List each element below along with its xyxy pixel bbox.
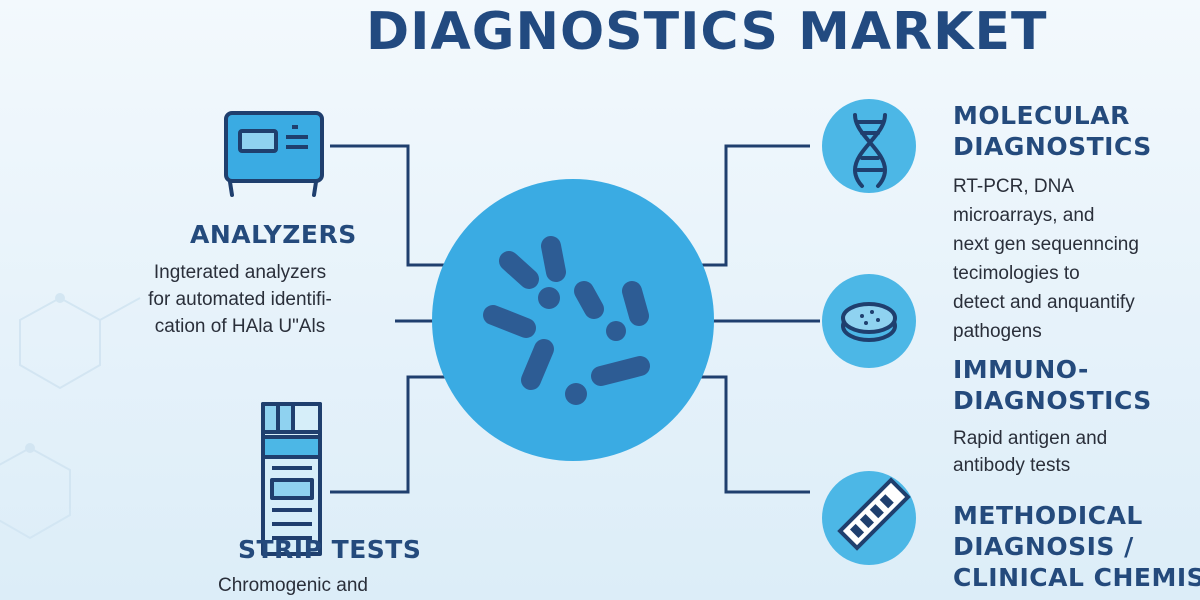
description-line: cation of HAla U"Als [154, 316, 326, 337]
bacteria-icon [483, 236, 650, 405]
molecular-description: RT-PCR, DNA microarrays, and next gen se… [953, 172, 1139, 346]
heading-line: MOLECULAR [953, 101, 1130, 130]
test-strip-icon [837, 477, 911, 551]
dna-icon [852, 113, 888, 188]
background-molecule-pattern [0, 293, 141, 540]
description-line: for automated identifi- [148, 289, 332, 310]
description-line: Ingterated analyzers [153, 262, 327, 283]
heading-line: METHODICAL [953, 501, 1143, 530]
heading-line: DIAGNOSTICS [953, 132, 1152, 161]
analyzer-icon [224, 111, 324, 197]
center-circle [432, 179, 714, 461]
immuno-description: Rapid antigen and antibody tests [953, 425, 1107, 479]
strip-tests-description: Chromogenic and [218, 572, 368, 599]
connector-analyzers [330, 144, 445, 267]
immuno-heading: IMMUNO- DIAGNOSTICS [953, 354, 1152, 416]
analyzers-description: Ingterated analyzers for automated ident… [110, 259, 370, 340]
heading-line: CLINICAL CHEMISTRY [953, 563, 1200, 592]
description-line: tecimologies to [953, 263, 1080, 284]
connector-strip-tests [330, 375, 445, 494]
heading-line: DIAGNOSTICS [953, 386, 1152, 415]
strip-test-icon [261, 402, 322, 556]
right-connectors [700, 144, 820, 494]
description-line: next gen sequenncing [953, 234, 1139, 255]
heading-line: DIAGNOSIS / [953, 532, 1134, 561]
description-line: pathogens [953, 321, 1042, 342]
description-line: Chromogenic and [218, 575, 368, 596]
description-line: RT-PCR, DNA [953, 176, 1075, 197]
page-title: DIAGNOSTICS MARKET [366, 2, 1048, 62]
description-line: Rapid antigen and [953, 428, 1108, 449]
description-line: microarrays, and [953, 205, 1095, 226]
molecular-heading: MOLECULAR DIAGNOSTICS [953, 100, 1152, 162]
connector-methodical [700, 375, 810, 494]
petri-dish-icon [841, 302, 897, 342]
heading-line: IMMUNO- [953, 355, 1089, 384]
strip-tests-heading: STRIP TESTS [238, 535, 422, 564]
description-line: antibody tests [953, 455, 1071, 476]
analyzers-heading: ANALYZERS [190, 220, 357, 249]
methodical-heading: METHODICAL DIAGNOSIS / CLINICAL CHEMISTR… [953, 500, 1200, 593]
description-line: detect and anquantify [953, 292, 1135, 313]
connector-molecular [700, 144, 810, 267]
